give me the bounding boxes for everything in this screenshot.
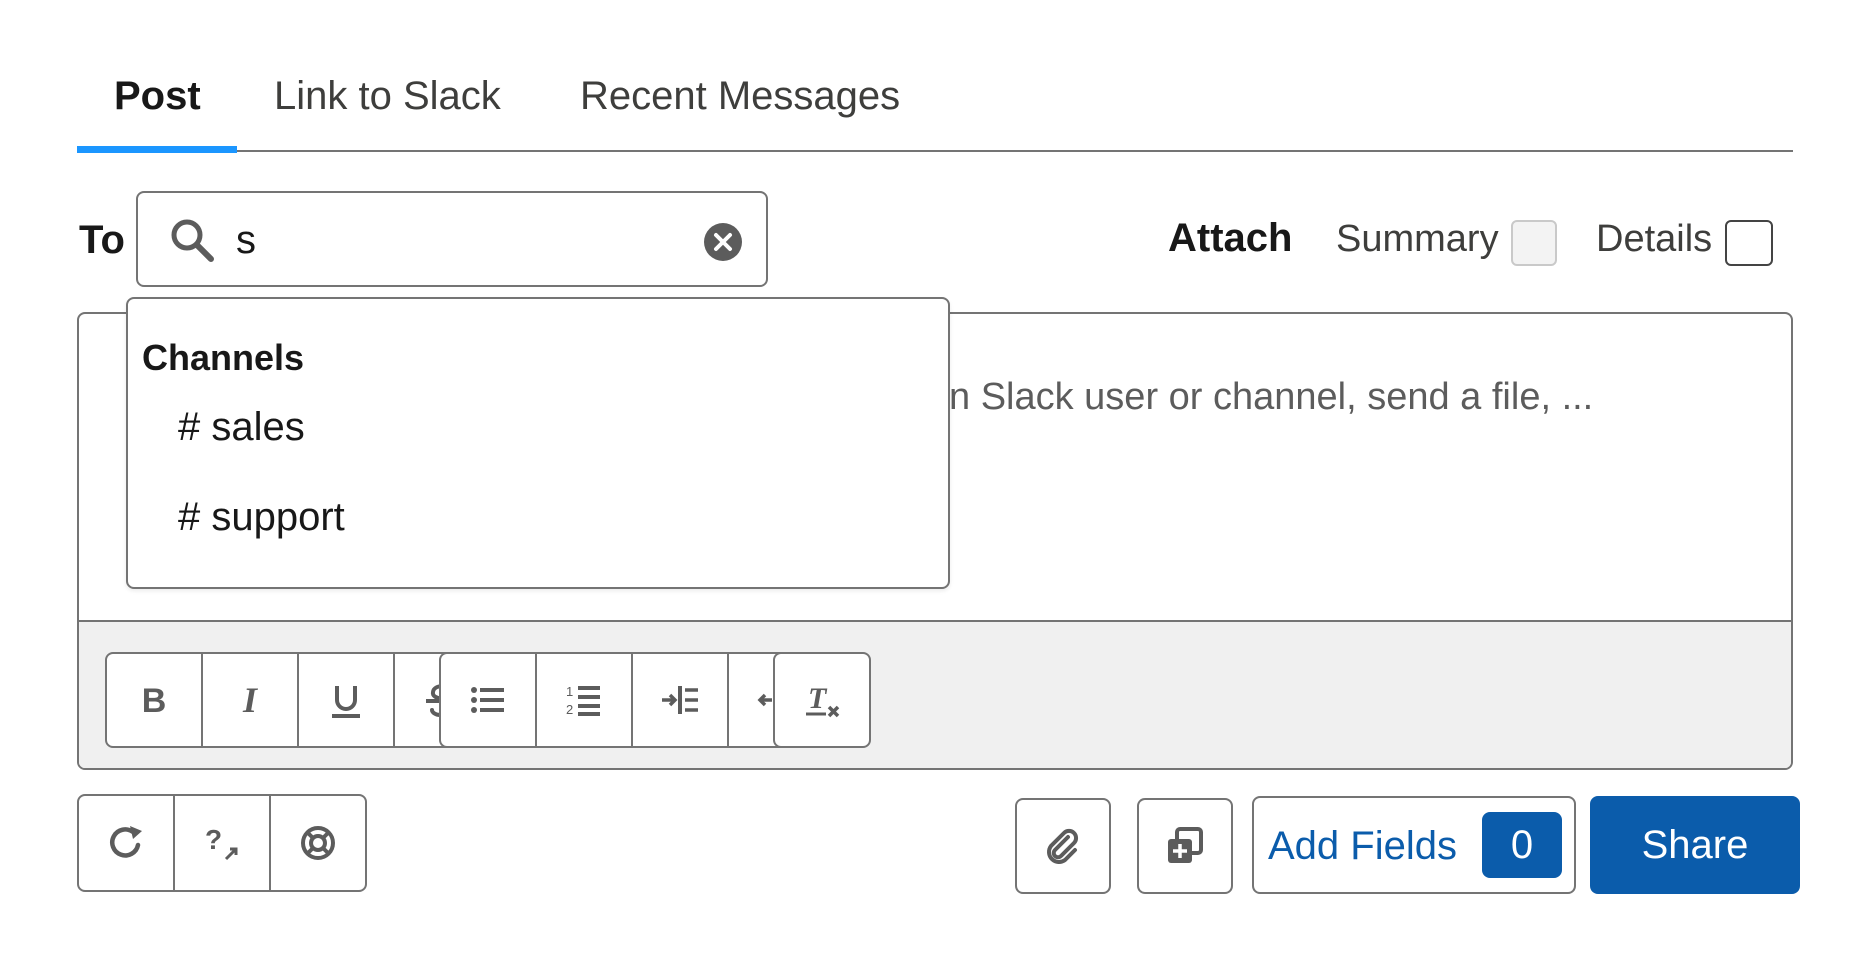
attach-label: Attach	[1168, 216, 1293, 260]
text-format-group: B I	[105, 652, 491, 748]
bold-icon: B	[142, 682, 167, 720]
share-label: Share	[1641, 822, 1749, 867]
share-button[interactable]: Share	[1590, 796, 1800, 894]
channel-option-sales[interactable]: # sales	[178, 405, 305, 449]
active-tab-indicator	[77, 146, 237, 153]
summary-label: Summary	[1336, 218, 1499, 260]
channel-suggestions-dropdown: Channels # sales # support	[126, 297, 950, 589]
recipient-search-input[interactable]	[136, 191, 768, 287]
clear-icon[interactable]	[703, 222, 743, 262]
svg-text:2: 2	[566, 702, 573, 717]
attach-file-button[interactable]	[1015, 798, 1111, 894]
indent-button[interactable]	[633, 654, 729, 746]
svg-text:T: T	[808, 682, 828, 715]
insert-icon	[1168, 827, 1203, 863]
editor-placeholder: n Slack user or channel, send a file, ..…	[949, 376, 1594, 418]
search-icon	[171, 219, 214, 262]
svg-text:1: 1	[566, 684, 573, 699]
paperclip-icon	[1047, 828, 1079, 864]
summary-checkbox[interactable]	[1511, 220, 1557, 266]
indent-icon	[662, 686, 698, 714]
details-checkbox[interactable]	[1725, 220, 1773, 266]
bullet-list-button[interactable]	[441, 654, 537, 746]
tab-post[interactable]: Post	[114, 74, 201, 118]
add-fields-count-badge: 0	[1482, 812, 1562, 878]
bullet-list-icon	[471, 687, 504, 713]
list-format-group: 1 2	[439, 652, 825, 748]
numbered-list-icon: 1 2	[566, 684, 600, 717]
refresh-button[interactable]	[79, 796, 175, 890]
svg-text:B: B	[142, 682, 167, 720]
underline-icon	[332, 686, 360, 718]
channel-option-support[interactable]: # support	[178, 495, 345, 539]
clear-formatting-icon: T	[806, 682, 840, 718]
italic-icon: I	[242, 680, 259, 720]
to-label: To	[79, 218, 125, 262]
tab-divider	[77, 150, 1793, 152]
bold-button[interactable]: B	[107, 654, 203, 746]
help-icon: ?	[205, 824, 238, 861]
refresh-icon	[110, 826, 142, 858]
numbered-list-button[interactable]: 1 2	[537, 654, 633, 746]
tab-recent-messages[interactable]: Recent Messages	[580, 74, 901, 118]
insert-button[interactable]	[1137, 798, 1233, 894]
svg-text:I: I	[242, 680, 259, 720]
add-fields-button[interactable]: Add Fields 0	[1252, 796, 1576, 894]
clear-formatting-button[interactable]: T	[775, 654, 869, 746]
footer-utility-group: ?	[77, 794, 367, 892]
search-value[interactable]: s	[236, 218, 256, 262]
italic-button[interactable]: I	[203, 654, 299, 746]
support-icon	[301, 826, 335, 860]
svg-text:?: ?	[205, 824, 222, 855]
details-label: Details	[1596, 218, 1713, 260]
clear-format-group: T	[773, 652, 871, 748]
dropdown-header: Channels	[142, 337, 305, 378]
add-fields-label: Add Fields	[1268, 824, 1457, 868]
support-button[interactable]	[271, 796, 365, 890]
help-button[interactable]: ?	[175, 796, 271, 890]
tab-link-to-slack[interactable]: Link to Slack	[274, 74, 501, 118]
underline-button[interactable]	[299, 654, 395, 746]
